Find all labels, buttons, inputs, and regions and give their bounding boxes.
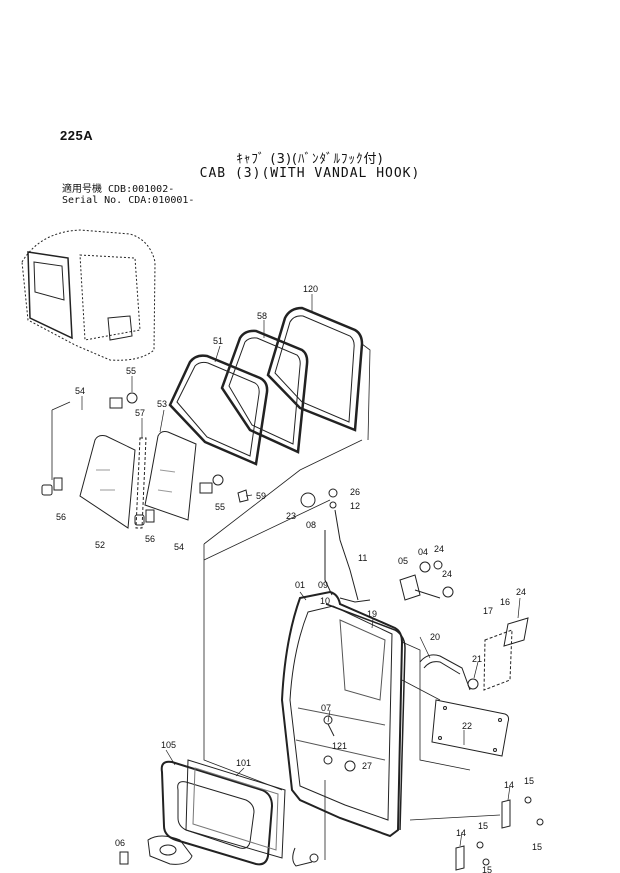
window-seal-120 — [266, 306, 364, 432]
callout-04: 04 — [418, 547, 428, 557]
callout-07: 07 — [321, 703, 331, 713]
callout-09: 09 — [318, 580, 328, 590]
callout-24-a: 24 — [434, 544, 444, 554]
callout-05: 05 — [398, 556, 408, 566]
latch-55-lower — [199, 474, 224, 494]
callout-10: 10 — [320, 596, 330, 606]
clip-59 — [237, 489, 249, 503]
callout-01: 01 — [295, 580, 305, 590]
bolt-121 — [323, 755, 333, 765]
bracket-14-lower — [455, 845, 465, 871]
latch-55-upper — [109, 392, 138, 409]
handle-20 — [419, 654, 471, 691]
plate-16 — [503, 617, 529, 647]
page-number: 225A — [60, 128, 94, 143]
callout-22: 22 — [462, 721, 472, 731]
callout-15-b: 15 — [532, 842, 542, 852]
handle-06 — [119, 835, 193, 865]
callout-54-lower: 54 — [174, 542, 184, 552]
callout-15-c: 15 — [478, 821, 488, 831]
callout-55-lower: 55 — [215, 502, 225, 512]
callout-19: 19 — [367, 609, 377, 619]
rubber-stop-56-left — [41, 477, 63, 496]
window-glass-101 — [185, 759, 286, 859]
title-english: CAB (3)(WITH VANDAL HOOK) — [199, 166, 421, 181]
lock-07 — [323, 715, 335, 737]
window-seal-51 — [168, 354, 269, 466]
callout-54-upper: 54 — [75, 386, 85, 396]
callout-21: 21 — [472, 654, 482, 664]
cab-thumbnail — [21, 229, 156, 361]
serial-number: Serial No. CDA:010001- — [62, 195, 195, 206]
plate-17 — [483, 629, 513, 691]
callout-12: 12 — [350, 501, 360, 511]
callout-59: 59 — [256, 491, 266, 501]
callout-51: 51 — [213, 336, 223, 346]
vandal-hook-assembly — [300, 488, 371, 603]
callout-11: 11 — [358, 553, 367, 563]
callout-52: 52 — [95, 540, 105, 550]
callout-53: 53 — [157, 399, 167, 409]
glass-pane-53 — [144, 431, 197, 521]
callout-57: 57 — [135, 408, 145, 418]
callout-06: 06 — [115, 838, 125, 848]
assembly-lines — [51, 343, 501, 860]
screws-15 — [476, 796, 544, 866]
callout-15-d: 15 — [482, 865, 492, 873]
rubber-stop-56-right — [134, 509, 155, 526]
callout-56-right: 56 — [145, 534, 155, 544]
callout-105: 105 — [161, 740, 176, 750]
callout-56-left: 56 — [56, 512, 66, 522]
title-japanese: ｷｬﾌﾞ (3)(ﾊﾞﾝﾀﾞﾙﾌｯｸ付) — [236, 152, 384, 167]
callout-23: 23 — [286, 511, 296, 521]
callout-24-b: 24 — [442, 569, 452, 579]
door-seal-19 — [325, 603, 406, 831]
bolt-27 — [344, 760, 356, 772]
glass-strip-57 — [135, 437, 147, 529]
latch-mechanism — [399, 560, 454, 601]
callout-14-lower: 14 — [456, 828, 466, 838]
callout-101: 101 — [236, 758, 251, 768]
callout-120: 120 — [303, 284, 318, 294]
callout-08: 08 — [306, 520, 316, 530]
window-seal-58 — [220, 329, 309, 454]
bolt-21 — [467, 678, 479, 690]
window-frame-105 — [160, 760, 274, 866]
panel-22 — [431, 699, 510, 757]
callout-20: 20 — [430, 632, 440, 642]
callout-26: 26 — [350, 487, 360, 497]
callout-27: 27 — [362, 761, 372, 771]
callout-15-a: 15 — [524, 776, 534, 786]
callout-16: 16 — [500, 597, 510, 607]
callout-121: 121 — [332, 741, 347, 751]
callout-14-upper: 14 — [504, 780, 514, 790]
leader-lines — [81, 294, 521, 847]
door-frame-01 — [280, 590, 404, 838]
callout-24-c: 24 — [516, 587, 526, 597]
bracket-14-upper — [501, 799, 511, 829]
handle-grip — [292, 847, 319, 867]
glass-pane-52 — [79, 435, 136, 529]
callout-17: 17 — [483, 606, 493, 616]
callout-58: 58 — [257, 311, 267, 321]
callout-55-upper: 55 — [126, 366, 136, 376]
applicable-serial-jp: 適用号機 CDB:001002- — [62, 184, 175, 195]
